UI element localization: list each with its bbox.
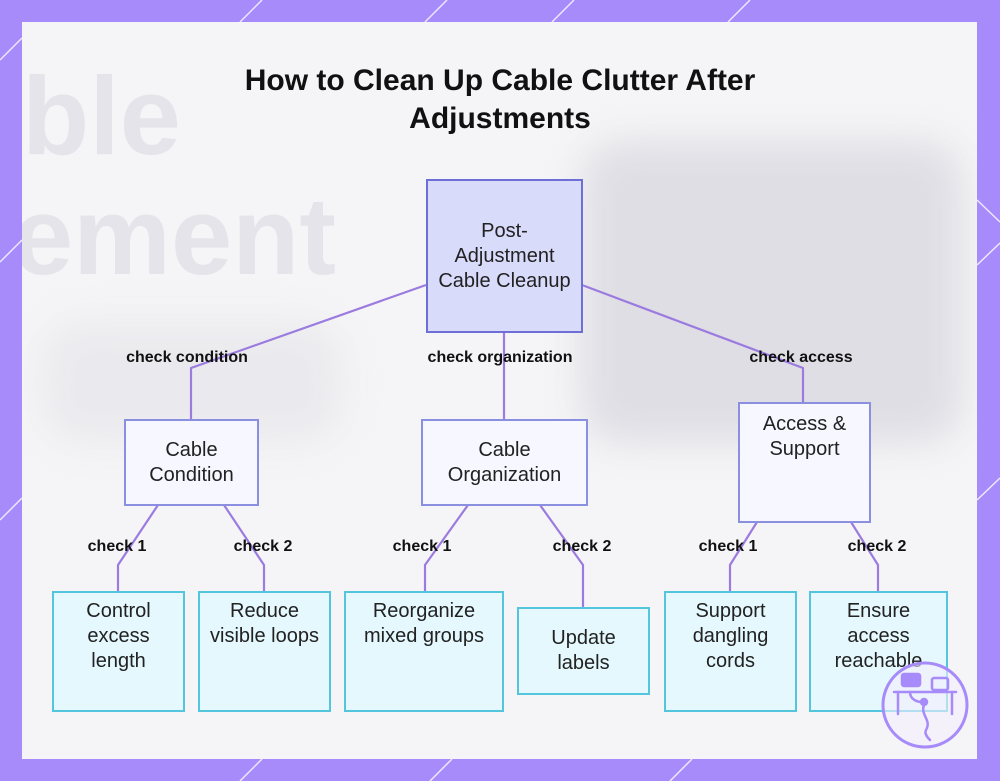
node-label: Ensure access reachable xyxy=(834,600,923,672)
node-cable-organization: Cable Organization xyxy=(421,419,588,506)
workstation-logo-icon xyxy=(881,661,969,749)
node-label: Access & Support xyxy=(762,413,847,460)
background-photo-blur xyxy=(582,142,962,442)
edge-label-check-2: check 2 xyxy=(233,538,293,555)
node-cable-condition: Cable Condition xyxy=(124,419,259,506)
node-support-dangling-cords: Support dangling cords xyxy=(664,591,797,712)
background-word: ble xyxy=(22,55,181,178)
node-label: Control excess length xyxy=(86,600,151,672)
node-reduce-visible-loops: Reduce visible loops xyxy=(198,591,331,712)
edge-label-check-2: check 2 xyxy=(847,538,907,555)
diagram-title: How to Clean Up Cable Clutter After Adju… xyxy=(244,64,756,135)
edge-label-condition: check condition xyxy=(126,349,248,366)
node-label: Update labels xyxy=(551,627,616,674)
edge-label-check-2: check 2 xyxy=(552,538,612,555)
edge-label-check-1: check 1 xyxy=(698,538,758,555)
background-word: ement xyxy=(22,175,336,298)
node-update-labels: Update labels xyxy=(517,607,650,695)
node-label: Cable Organization xyxy=(447,438,562,486)
edge-label-access: check access xyxy=(749,349,853,366)
edge-label-check-1: check 1 xyxy=(392,538,452,555)
edge-label-check-1: check 1 xyxy=(87,538,147,555)
node-control-excess-length: Control excess length xyxy=(52,591,185,712)
node-label: Support dangling cords xyxy=(692,600,769,672)
node-root: Post-Adjustment Cable Cleanup xyxy=(426,179,583,333)
node-label: Cable Condition xyxy=(149,438,234,486)
node-reorganize-mixed-groups: Reorganize mixed groups xyxy=(344,591,504,712)
node-label: Reduce visible loops xyxy=(210,600,319,647)
node-access-support: Access & Support xyxy=(738,402,871,523)
edge-label-organization: check organization xyxy=(427,349,573,366)
node-label: Reorganize mixed groups xyxy=(363,600,485,647)
node-root-label: Post-Adjustment Cable Cleanup xyxy=(438,219,571,292)
